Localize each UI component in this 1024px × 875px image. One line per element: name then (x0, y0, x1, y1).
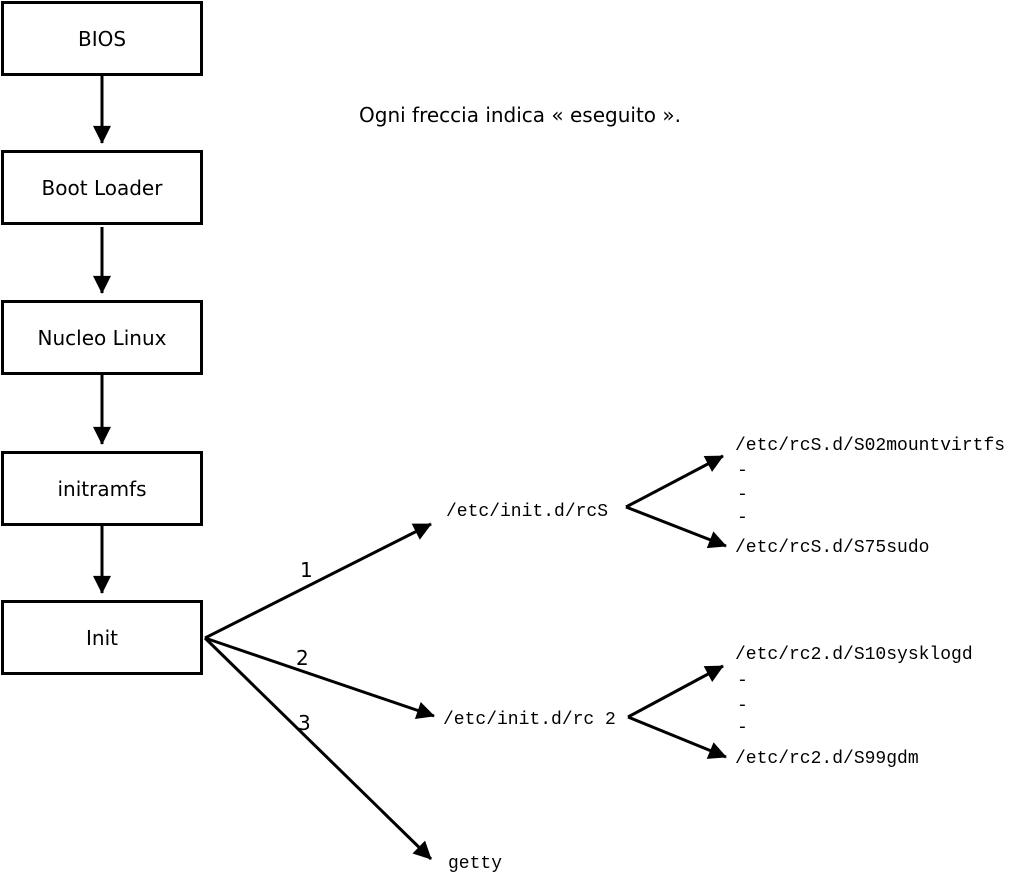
box-initramfs: initramfs (1, 451, 203, 526)
box-initramfs-label: initramfs (57, 476, 147, 501)
arrow-init-to-getty (203, 636, 433, 861)
arrow-rc2-to-last-script (627, 715, 727, 759)
box-nucleo-linux: Nucleo Linux (1, 300, 203, 375)
branch-number-1: 1 (300, 558, 313, 582)
branch-number-3: 3 (298, 711, 311, 735)
label-rc2-child-first: /etc/rc2.d/S10sysklogd (735, 645, 973, 665)
label-rc2-child-last: /etc/rc2.d/S99gdm (735, 749, 919, 769)
label-rcs-child-last: /etc/rcS.d/S75sudo (735, 538, 930, 558)
arrow-rcs-to-first-script (625, 454, 724, 509)
box-init: Init (1, 600, 203, 675)
arrow-init-to-rcs (204, 522, 432, 640)
rc2-ellipsis-dash: - (737, 671, 748, 691)
label-getty: getty (448, 854, 503, 874)
diagram-caption: Ogni freccia indica « eseguito ». (359, 103, 681, 127)
box-bios-label: BIOS (77, 26, 127, 51)
arrow-rc2-to-first-script (627, 664, 724, 719)
arrow-init-to-rc2 (204, 636, 435, 720)
rcs-ellipsis-dash: - (737, 508, 748, 528)
label-rcs-script: /etc/init.d/rcS (446, 502, 609, 522)
box-nucleo-linux-label: Nucleo Linux (37, 325, 167, 350)
rc2-ellipsis-dash: - (737, 718, 748, 738)
box-bios: BIOS (1, 1, 203, 76)
rc2-ellipsis-dash: - (737, 696, 748, 716)
label-rc2-script: /etc/init.d/rc 2 (443, 710, 616, 730)
arrow-rcs-to-last-script (625, 505, 727, 549)
label-rcs-child-first: /etc/rcS.d/S02mountvirtfs (735, 436, 1006, 456)
branch-number-2: 2 (296, 646, 309, 670)
rcs-ellipsis-dash: - (737, 485, 748, 505)
box-boot-loader-label: Boot Loader (41, 175, 163, 200)
box-boot-loader: Boot Loader (1, 150, 203, 225)
rcs-ellipsis-dash: - (737, 461, 748, 481)
box-init-label: Init (86, 625, 118, 650)
